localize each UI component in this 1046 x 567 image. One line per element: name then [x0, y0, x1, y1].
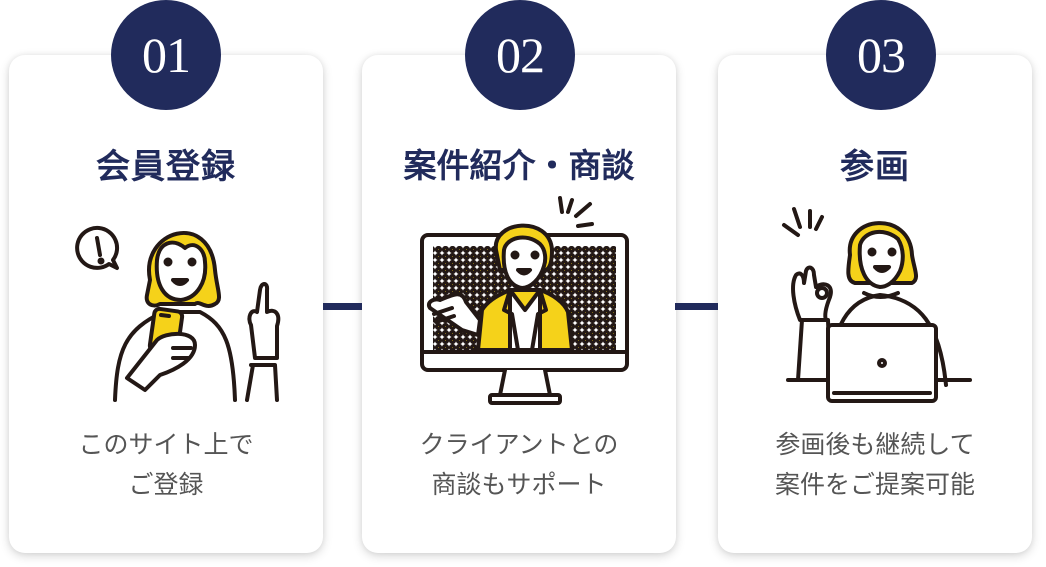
- step-number-badge-1: 01: [111, 0, 221, 110]
- step-number-badge-3: 03: [826, 0, 936, 110]
- step-description-2-line-2: 商談もサポート: [431, 470, 607, 499]
- step-description-1: このサイト上で ご登録: [9, 425, 323, 505]
- step-connector-1-2: [323, 303, 362, 310]
- step-title-3: 参画: [840, 147, 910, 187]
- step-description-3: 参画後も継続して 案件をご提案可能: [718, 425, 1032, 505]
- woman-smartphone-illustration-icon: [75, 225, 281, 402]
- step-connector-2-3: [675, 303, 718, 310]
- step-title-2: 案件紹介・商談: [403, 146, 635, 185]
- step-number-badge-2: 02: [465, 0, 575, 110]
- woman-laptop-ok-illustration-icon: [782, 207, 972, 403]
- step-description-2-line-1: クライアントとの: [419, 430, 619, 459]
- step-description-3-line-1: 参画後も継続して: [775, 430, 975, 459]
- step-description-2: クライアントとの 商談もサポート: [362, 425, 676, 505]
- step-title-1: 会員登録: [96, 147, 236, 187]
- step-description-1-line-1: このサイト上で: [78, 430, 254, 459]
- video-call-monitor-illustration-icon: [420, 196, 629, 405]
- step-description-3-line-2: 案件をご提案可能: [774, 470, 975, 499]
- step-description-1-line-2: ご登録: [128, 470, 204, 499]
